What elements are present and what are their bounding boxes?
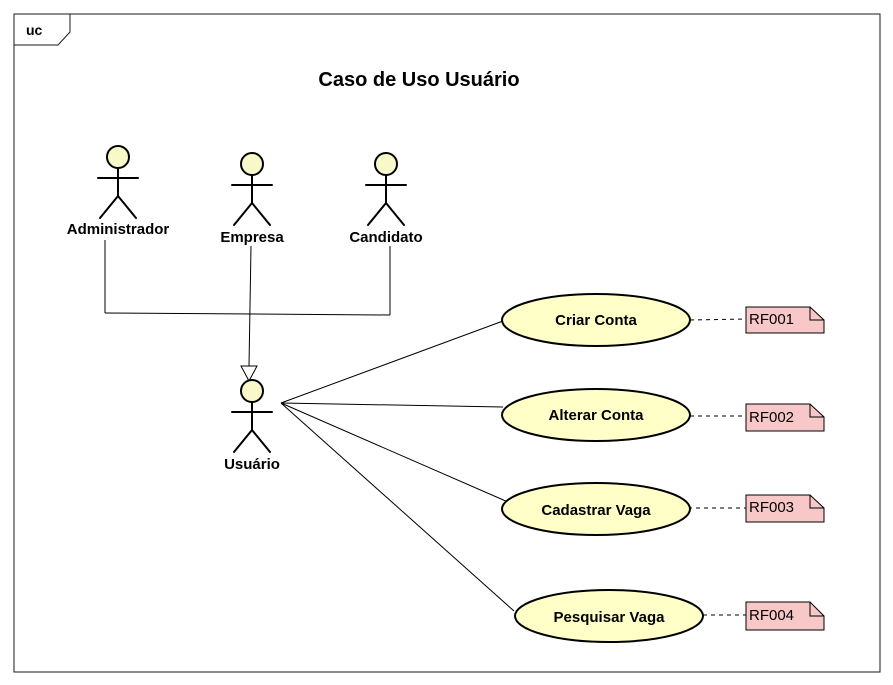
use-case-ellipse <box>501 482 691 536</box>
use-case-cadastrar-vaga[interactable]: Cadastrar Vaga <box>501 482 691 536</box>
note-rf002[interactable]: RF002 <box>745 403 825 432</box>
assoc-pesquisar-vaga <box>280 402 515 612</box>
note-rf001[interactable]: RF001 <box>745 306 825 334</box>
note-text: RF001 <box>749 311 794 328</box>
note-text: RF004 <box>749 607 794 624</box>
actor-candidato[interactable]: Candidato <box>349 152 423 246</box>
note-text: RF002 <box>749 409 794 426</box>
note-shape <box>745 601 825 631</box>
use-case-ellipse <box>501 293 691 347</box>
generalization-lines <box>104 240 391 383</box>
assoc-criar-conta <box>280 320 504 404</box>
note-connectors <box>688 318 747 616</box>
note-text: RF003 <box>749 499 794 516</box>
use-case-ellipse <box>501 388 691 442</box>
note-rf003[interactable]: RF003 <box>745 494 825 523</box>
actor-empresa[interactable]: Empresa <box>220 152 284 246</box>
association-lines <box>280 320 515 612</box>
note-shape <box>745 403 825 432</box>
actor-head <box>106 145 130 169</box>
note-rf004[interactable]: RF004 <box>745 601 825 631</box>
gen-line-empresa <box>248 245 252 367</box>
assoc-alterar-conta <box>280 402 504 408</box>
note-shape <box>745 306 825 334</box>
actor-label: Empresa <box>220 229 284 246</box>
actor-label: Candidato <box>349 229 422 246</box>
actor-label: Usuário <box>224 456 280 473</box>
generalization-arrowhead <box>240 365 258 383</box>
use-case-pesquisar-vaga[interactable]: Pesquisar Vaga <box>514 589 704 643</box>
actor-usuario[interactable]: Usuário <box>224 379 280 473</box>
use-case-label: Cadastrar Vaga <box>541 502 651 519</box>
actor-head <box>374 152 398 176</box>
diagram-title: Caso de Uso Usuário <box>318 69 519 91</box>
actor-head <box>240 379 264 403</box>
use-case-ellipse <box>514 589 704 643</box>
actor-head <box>240 152 264 176</box>
note-link-rf001 <box>689 318 747 321</box>
actor-label: Administrador <box>67 221 170 238</box>
use-case-label: Pesquisar Vaga <box>554 609 666 626</box>
use-case-criar-conta[interactable]: Criar Conta <box>501 293 691 347</box>
use-case-alterar-conta[interactable]: Alterar Conta <box>501 388 691 442</box>
use-case-label: Alterar Conta <box>548 407 644 424</box>
frame-tab <box>13 13 71 46</box>
use-case-label: Criar Conta <box>555 312 637 329</box>
actor-administrador[interactable]: Administrador <box>67 145 170 238</box>
assoc-cadastrar-vaga <box>280 402 509 503</box>
note-shape <box>745 494 825 523</box>
gen-line-horizontal <box>104 312 391 316</box>
frame-tag: uc <box>26 22 43 38</box>
diagram-frame <box>13 13 881 673</box>
